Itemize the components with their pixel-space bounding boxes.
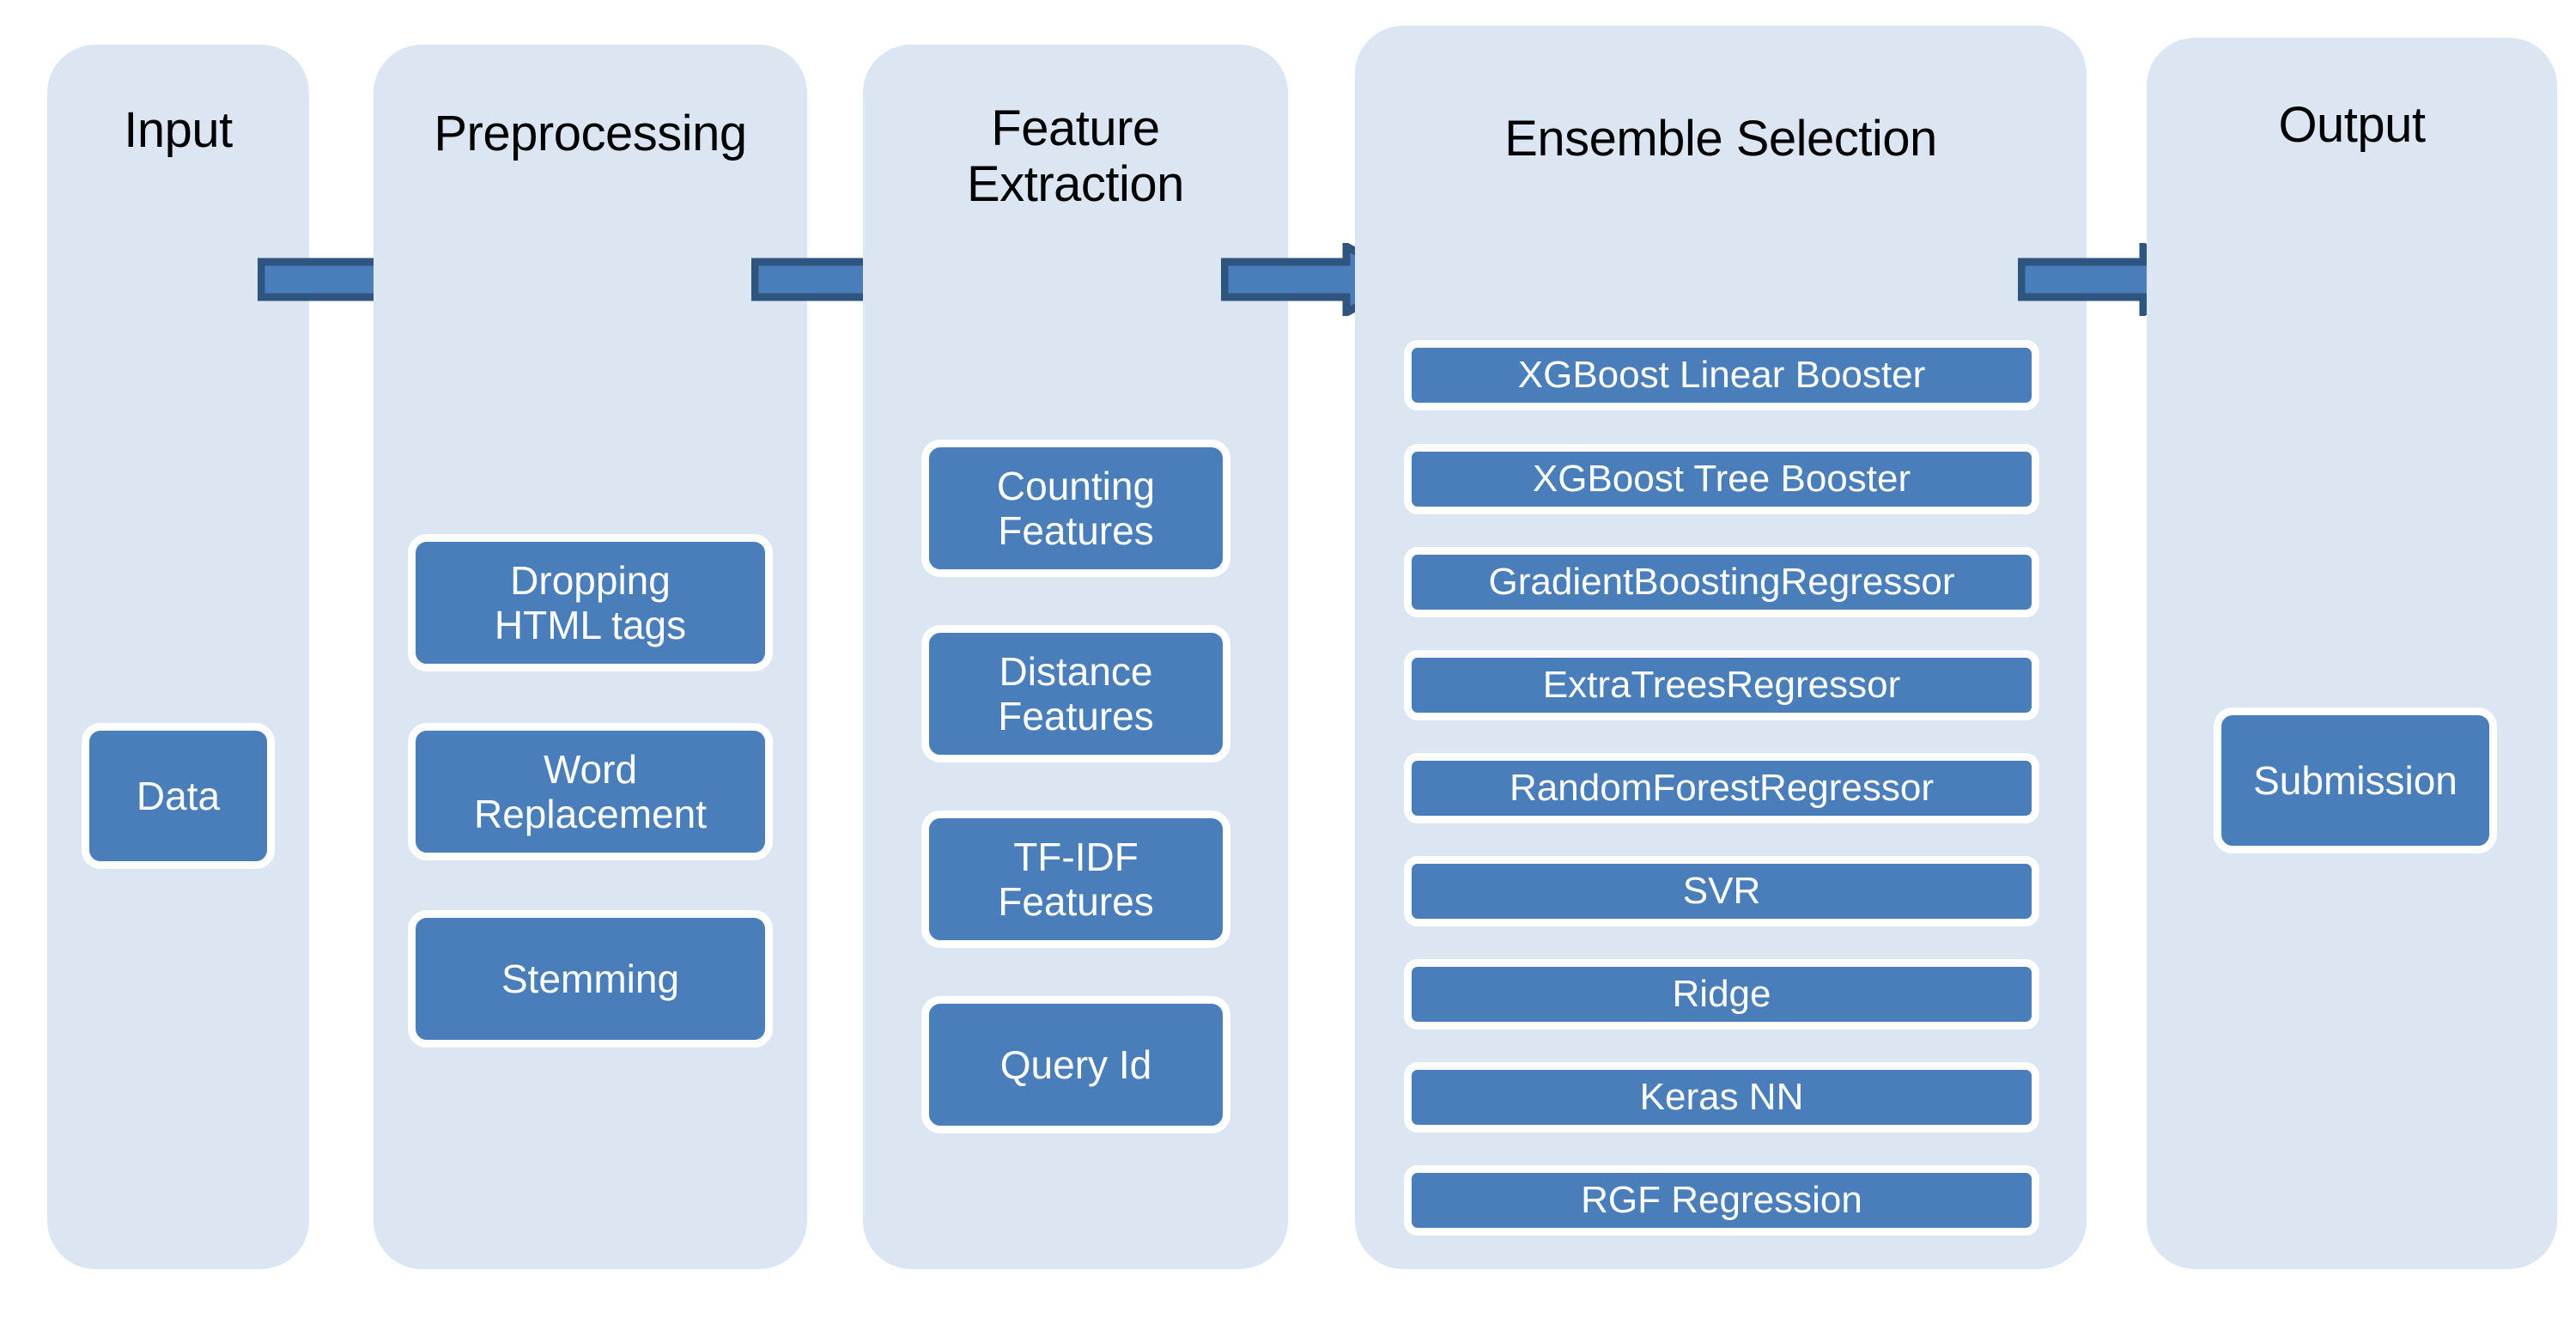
node-extratreesregressor[interactable]: ExtraTreesRegressor [1404, 650, 2039, 720]
stage-panel-ensemble-selection: Ensemble Selection XGBoost Linear Booste… [1355, 26, 2087, 1269]
stage-panel-output: Output Submission [2147, 38, 2557, 1269]
node-tf-idf-features[interactable]: TF-IDF Features [921, 811, 1230, 948]
node-data[interactable]: Data [82, 723, 275, 869]
node-randomforestregressor[interactable]: RandomForestRegressor [1404, 753, 2039, 823]
node-ridge[interactable]: Ridge [1404, 959, 2039, 1029]
stage-title-ensemble-selection: Ensemble Selection [1504, 111, 1937, 167]
stage-title-feature-extraction: Feature Extraction [967, 100, 1184, 212]
node-rgf-regression[interactable]: RGF Regression [1404, 1165, 2039, 1236]
stage-title-output: Output [2278, 97, 2426, 153]
node-submission[interactable]: Submission [2214, 708, 2497, 853]
node-stemming[interactable]: Stemming [408, 910, 773, 1048]
node-counting-features[interactable]: Counting Features [921, 440, 1230, 577]
node-query-id[interactable]: Query Id [921, 996, 1230, 1133]
stage-panel-input: Input Data [47, 45, 309, 1269]
node-word-replacement[interactable]: Word Replacement [408, 723, 773, 860]
node-keras-nn[interactable]: Keras NN [1404, 1062, 2039, 1133]
stage-title-input: Input [124, 102, 233, 158]
node-dropping-html-tags[interactable]: Dropping HTML tags [408, 534, 773, 671]
node-xgboost-linear-booster[interactable]: XGBoost Linear Booster [1404, 340, 2039, 410]
node-distance-features[interactable]: Distance Features [921, 625, 1230, 762]
node-xgboost-tree-booster[interactable]: XGBoost Tree Booster [1404, 444, 2039, 514]
node-svr[interactable]: SVR [1404, 856, 2039, 926]
stage-title-preprocessing: Preprocessing [434, 106, 747, 161]
node-gradientboostingregressor[interactable]: GradientBoostingRegressor [1404, 547, 2039, 617]
stage-panel-preprocessing: Preprocessing Dropping HTML tags Word Re… [374, 45, 807, 1269]
stage-panel-feature-extraction: Feature Extraction Counting Features Dis… [863, 45, 1288, 1269]
